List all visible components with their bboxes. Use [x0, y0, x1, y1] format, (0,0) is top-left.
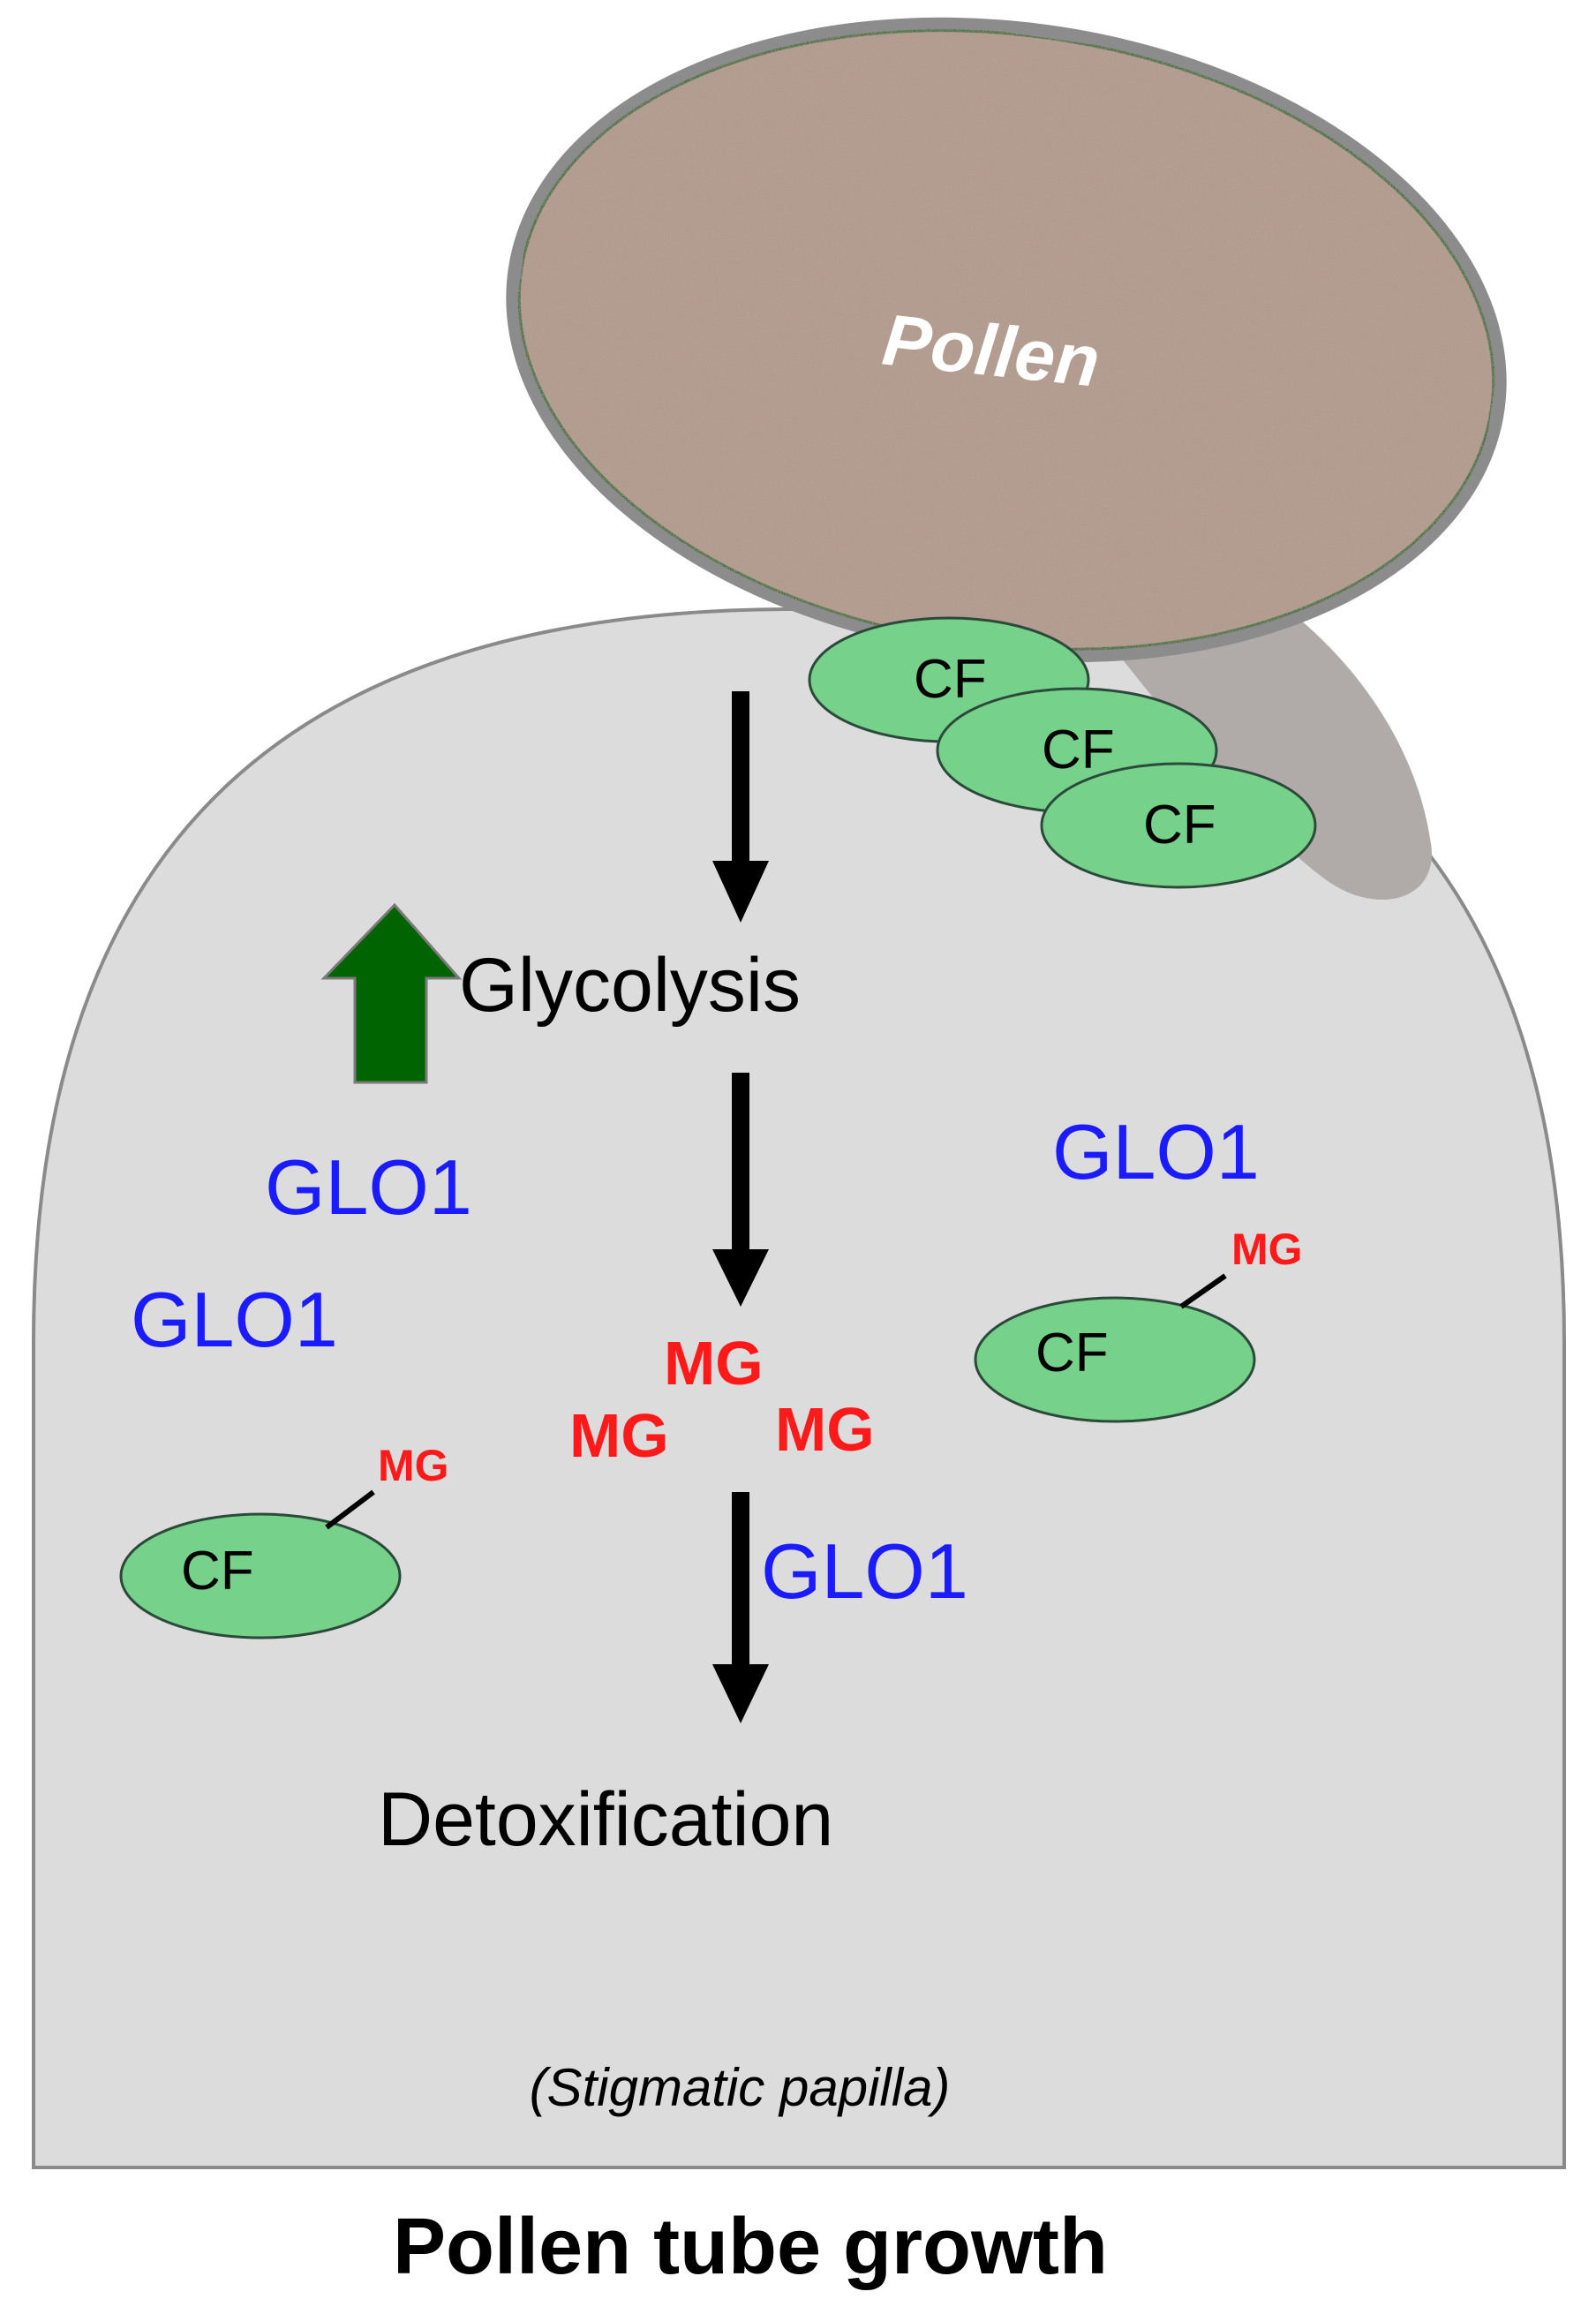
cf-label-left: CF	[181, 1541, 254, 1602]
cf-ellipse-3	[1040, 762, 1317, 889]
cf-ellipse-left	[119, 1512, 402, 1639]
cf-ellipse-right	[974, 1296, 1256, 1423]
mg-bond-left	[325, 1489, 375, 1530]
mg-label-left: MG	[569, 1401, 669, 1470]
mg-bound-right: MG	[1231, 1225, 1303, 1274]
cf-mg-adduct-left: CF MG	[119, 1441, 449, 1639]
arrow-to-glycolysis	[712, 691, 769, 923]
glycolysis-label: Glycolysis	[459, 943, 801, 1028]
mg-bond-right	[1179, 1273, 1227, 1309]
glo1-label-right: GLO1	[1052, 1108, 1260, 1195]
glo1-label-left-upper: GLO1	[265, 1143, 472, 1231]
detoxification-label: Detoxification	[378, 1777, 833, 1862]
bottom-title: Pollen tube growth	[393, 2203, 1108, 2291]
glo1-label-center: GLO1	[761, 1527, 968, 1615]
cf-cluster: CF CF CF	[808, 616, 1317, 889]
mg-label-top: MG	[664, 1329, 764, 1398]
glo1-label-left-lower: GLO1	[131, 1276, 338, 1363]
cf-label-1: CF	[914, 649, 987, 710]
cf-label-2: CF	[1042, 720, 1115, 780]
mg-label-right: MG	[775, 1395, 875, 1464]
glycolysis-up-arrow	[320, 902, 463, 1084]
cf-mg-adduct-right: CF MG	[974, 1225, 1303, 1423]
cf-label-3: CF	[1143, 795, 1216, 856]
arrow-to-mg	[712, 1073, 769, 1307]
cf-label-right: CF	[1035, 1323, 1109, 1383]
mg-bound-left: MG	[378, 1441, 449, 1490]
arrow-to-detoxification	[712, 1492, 769, 1723]
stigmatic-papilla-label: (Stigmatic papilla)	[530, 2058, 951, 2117]
